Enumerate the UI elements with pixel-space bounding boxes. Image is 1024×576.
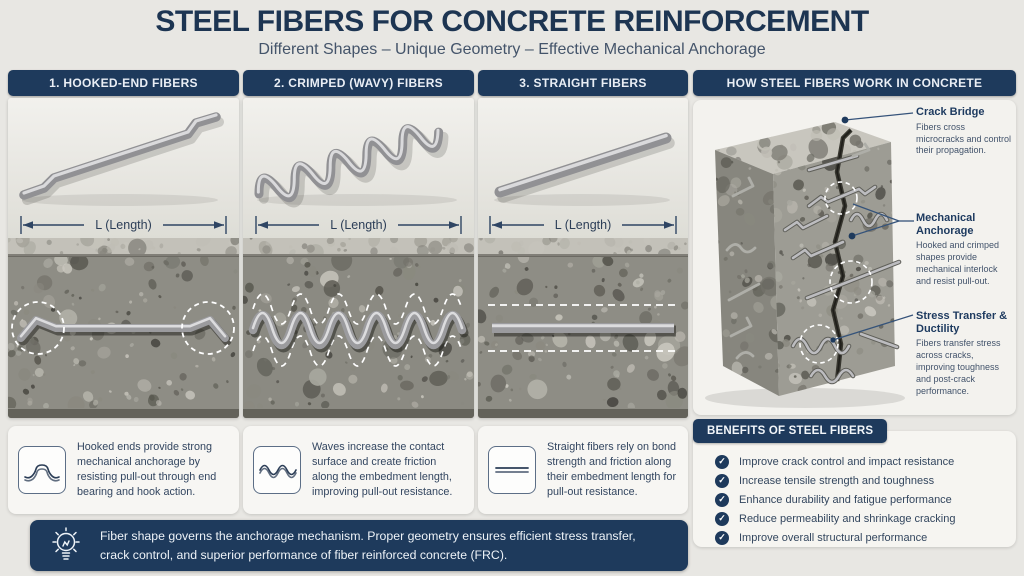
benefit-text: Improve crack control and impact resista… [739, 455, 955, 468]
dimension-arrow-left-icon [23, 221, 33, 229]
column-straight: 3. STRAIGHT FIBERS L (Length) [478, 70, 688, 514]
how-fibers-work-section: HOW STEEL FIBERS WORK IN CONCRETE [693, 70, 1016, 415]
focus-circles [799, 181, 873, 364]
embedded-crimped-fiber [248, 310, 469, 353]
hooked-description-box: Hooked ends provide strong mechanical an… [8, 426, 239, 514]
straight-description-box: Straight fibers rely on bond strength an… [478, 426, 688, 514]
benefit-text: Increase tensile strength and toughness [739, 474, 935, 487]
check-icon: ✓ [715, 454, 729, 469]
annotation-body: Hooked and crimped shapes provide mechan… [916, 240, 1000, 286]
hooked-description: Hooked ends provide strong mechanical an… [77, 441, 217, 498]
annotation-title: Crack Bridge [916, 106, 985, 118]
straight-fiber-icon [488, 446, 536, 494]
annotation-body: Fibers transfer stress across cracks, im… [916, 338, 1001, 396]
annotation-mechanical-anchorage: Mechanical Anchorage Hooked and crimped … [916, 212, 1013, 288]
hooked-fiber-icon [18, 446, 66, 494]
benefit-item: ✓ Enhance durability and fatigue perform… [715, 490, 1016, 509]
page-subtitle: Different Shapes – Unique Geometry – Eff… [258, 41, 766, 58]
annotation-body: Fibers cross microcracks and control the… [916, 121, 1012, 156]
benefit-item: ✓ Increase tensile strength and toughnes… [715, 471, 1016, 490]
check-icon: ✓ [715, 530, 729, 545]
check-icon: ✓ [715, 511, 729, 526]
right-panel-header: HOW STEEL FIBERS WORK IN CONCRETE [693, 70, 1016, 96]
column-header: 3. STRAIGHT FIBERS [478, 70, 688, 96]
benefit-item: ✓ Reduce permeability and shrinkage crac… [715, 509, 1016, 528]
crimped-description-box: Waves increase the contact surface and c… [243, 426, 474, 514]
key-takeaway-text: Fiber shape governs the anchorage mechan… [100, 529, 636, 562]
length-label: L (Length) [95, 218, 152, 232]
crimped-fiber-figure: L (Length) [243, 98, 474, 418]
benefits-panel: ✓ Improve crack control and impact resis… [693, 431, 1016, 547]
benefits-header: BENEFITS OF STEEL FIBERS [693, 419, 888, 443]
column-hooked-end: 1. HOOKED-END FIBERS L (Length) [8, 70, 239, 514]
dimension-arrow-right-icon [664, 221, 674, 229]
leader-lines [832, 112, 914, 341]
lightbulb-icon [52, 526, 80, 560]
benefit-text: Enhance durability and fatigue performan… [739, 493, 952, 506]
leader-dots [830, 116, 856, 343]
embedded-hooked-fiber [17, 316, 232, 346]
side-face-fibers [725, 142, 871, 360]
straight-fiber-figure: L (Length) [478, 98, 688, 418]
annotation-stress-transfer: Stress Transfer & Ductility Fibers trans… [916, 310, 1013, 398]
bridging-fibers [782, 153, 902, 385]
length-label: L (Length) [555, 218, 612, 232]
length-label: L (Length) [330, 218, 387, 232]
length-dimension-crimped: L (Length) [243, 212, 474, 238]
embedded-straight-fiber [492, 323, 676, 337]
benefit-text: Reduce permeability and shrinkage cracki… [739, 512, 956, 525]
hooked-fiber-photo [8, 98, 239, 212]
benefit-text: Improve overall structural performance [739, 531, 928, 544]
dimension-arrow-left-icon [492, 221, 502, 229]
length-dimension-hooked: L (Length) [8, 212, 239, 238]
crimped-fiber-photo [243, 98, 474, 212]
hook-highlight-circles [11, 301, 235, 355]
wavy-fiber-icon [253, 446, 301, 494]
page-title: STEEL FIBERS FOR CONCRETE REINFORCEMENT [155, 5, 869, 38]
straight-description: Straight fibers rely on bond strength an… [547, 441, 677, 498]
concrete-cross-section-hooked [8, 238, 239, 418]
dimension-arrow-left-icon [258, 221, 268, 229]
annotation-crack-bridge: Crack Bridge Fibers cross microcracks an… [916, 106, 1013, 157]
friction-zone-dashes [252, 293, 463, 367]
cracked-concrete-block-illustration [705, 112, 914, 408]
crimped-description: Waves increase the contact surface and c… [312, 441, 453, 498]
concrete-cross-section-straight [478, 238, 688, 418]
annotation-title: Mechanical Anchorage [916, 212, 976, 237]
column-crimped: 2. CRIMPED (WAVY) FIBERS L (Length) [243, 70, 474, 514]
length-dimension [8, 186, 239, 212]
column-header: 2. CRIMPED (WAVY) FIBERS [243, 70, 474, 96]
key-takeaway-bar: Fiber shape governs the anchorage mechan… [30, 520, 688, 571]
benefit-item: ✓ Improve overall structural performance [715, 528, 1016, 547]
annotation-title: Stress Transfer & Ductility [916, 310, 1008, 335]
bond-zone-dashes [488, 304, 678, 352]
length-dimension-straight: L (Length) [478, 212, 688, 238]
fiber-mechanism-panel: Crack Bridge Fibers cross microcracks an… [693, 100, 1016, 415]
concrete-cross-section-crimped [243, 238, 474, 418]
dimension-arrow-right-icon [449, 221, 459, 229]
dimension-arrow-right-icon [214, 221, 224, 229]
benefit-item: ✓ Improve crack control and impact resis… [715, 452, 1016, 471]
straight-fiber-photo [478, 98, 688, 212]
column-header: 1. HOOKED-END FIBERS [8, 70, 239, 96]
check-icon: ✓ [715, 492, 729, 507]
crack [830, 128, 853, 382]
check-icon: ✓ [715, 473, 729, 488]
hooked-fiber-figure: L (Length) [8, 98, 239, 418]
